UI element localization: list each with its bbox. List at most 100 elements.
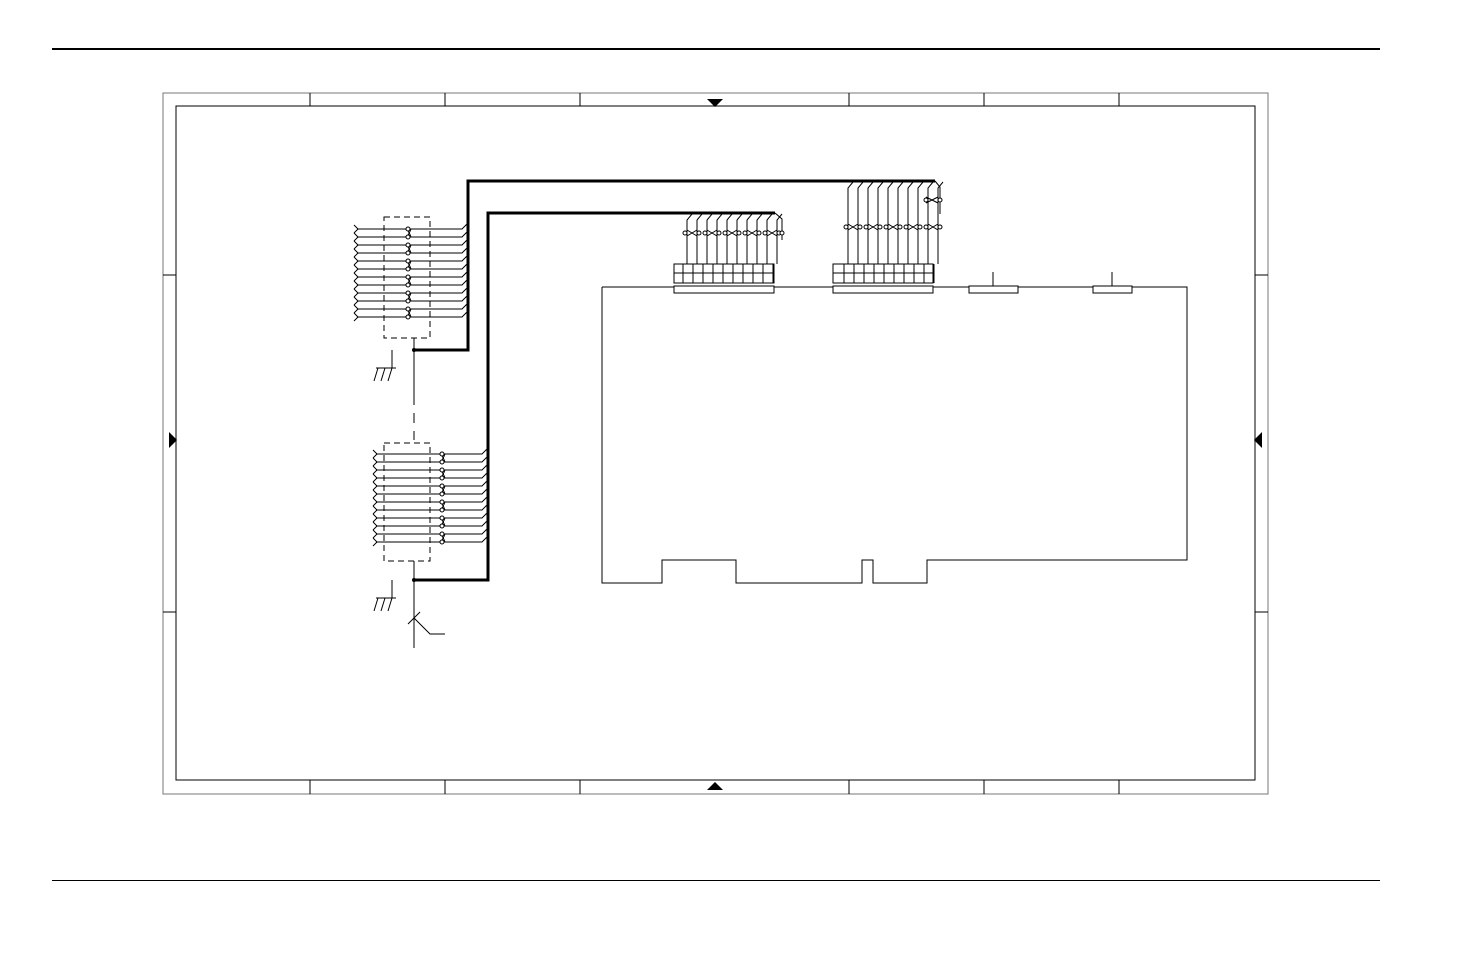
twist-node [405, 250, 411, 256]
twist-node [439, 467, 445, 473]
left-connector-block [673, 263, 775, 294]
connector-pin-wire [716, 213, 723, 264]
cable-wire [376, 495, 489, 503]
twist-node [937, 224, 943, 230]
cable-wire [357, 302, 469, 310]
right-connector-wires [843, 180, 944, 283]
connector-pin-wire [877, 181, 884, 264]
cable-wire [357, 254, 469, 262]
connector-pin-wire [726, 213, 733, 264]
twist-node [439, 491, 445, 497]
twist-node [903, 224, 909, 230]
connector-pin-wire [766, 213, 773, 264]
cable-wire [357, 310, 469, 318]
connector-pin-wire [907, 181, 914, 264]
cable-wire [357, 222, 469, 230]
connector-pin-wire [847, 181, 854, 264]
drawing-frame [162, 92, 1269, 795]
cable-wire [357, 286, 469, 294]
connector-pin-wire [897, 181, 904, 264]
twist-node [439, 515, 445, 521]
twist-node [439, 531, 445, 537]
connector-pin-wire [686, 213, 693, 264]
connector-pin-wire [857, 181, 864, 264]
twist-node [405, 242, 411, 248]
twist-node [439, 499, 445, 505]
twist-node [405, 258, 411, 264]
twist-node [897, 224, 903, 230]
twist-node [682, 230, 688, 236]
upper-ground-symbol [373, 338, 416, 395]
connector-pin-wire [776, 213, 783, 264]
right-connector-block [832, 263, 934, 294]
cable-wire [376, 479, 489, 487]
connector-pin-wire [736, 213, 743, 264]
cable-wire [357, 262, 469, 270]
cable-wire [376, 455, 489, 463]
twist-node [716, 230, 722, 236]
twist-node [405, 306, 411, 312]
twist-node [762, 230, 768, 236]
twist-node [439, 483, 445, 489]
twist-node [405, 298, 411, 304]
cable-wire [376, 535, 489, 543]
twist-node [439, 459, 445, 465]
twist-node [722, 230, 728, 236]
cable-wire [357, 278, 469, 286]
circuit-board-outline [601, 286, 1188, 584]
twist-node [883, 224, 889, 230]
page-top-rule [52, 48, 1380, 50]
twist-node [756, 230, 762, 236]
twisted-pair-mark [927, 223, 939, 231]
twist-node [439, 507, 445, 513]
twisted-pair-mark [766, 229, 778, 237]
twist-node [405, 266, 411, 272]
twisted-pair-mark [686, 229, 698, 237]
twist-node [937, 197, 943, 203]
connector-pin-wire [917, 181, 924, 264]
lower-cable-wires [372, 447, 489, 547]
twisted-pair-mark [887, 223, 899, 231]
connector-pin-wire [927, 181, 934, 264]
twist-node [843, 224, 849, 230]
twisted-pair-mark [925, 196, 939, 204]
cable-wire [357, 294, 469, 302]
twist-node [405, 274, 411, 280]
cable-wire [376, 487, 489, 495]
twist-node [742, 230, 748, 236]
twisted-pair-mark [907, 223, 919, 231]
cable-wire [376, 447, 489, 455]
lower-ground-symbol [373, 561, 445, 648]
twist-node [405, 282, 411, 288]
connector-pin-wire [867, 181, 874, 264]
connector-pin-wire [746, 213, 753, 264]
twisted-pair-mark [847, 223, 859, 231]
spare-wire [934, 180, 941, 214]
page-bottom-rule [52, 880, 1380, 881]
twisted-pair-mark [726, 229, 738, 237]
twist-node [405, 314, 411, 320]
twisted-pair-mark [867, 223, 879, 231]
twisted-pair-mark [706, 229, 718, 237]
connector-pin-wire [887, 181, 894, 264]
cable-wire [376, 471, 489, 479]
cable-wire [376, 519, 489, 527]
cable-wire [357, 270, 469, 278]
connector-pin-wire [706, 213, 713, 264]
cable-wire [376, 527, 489, 535]
twist-node [877, 224, 883, 230]
twist-node [736, 230, 742, 236]
board-test-points [968, 272, 1133, 294]
cable-wire [376, 503, 489, 511]
twist-node [923, 224, 929, 230]
cable-wire [357, 230, 469, 238]
twist-node [857, 224, 863, 230]
twisted-pair-mark [746, 229, 758, 237]
connector-pin-wire [756, 213, 763, 264]
twist-node [917, 224, 923, 230]
twist-node [405, 290, 411, 296]
upper-cable-wires [353, 222, 469, 322]
twist-node [702, 230, 708, 236]
frame-center-arrows [169, 99, 1262, 790]
